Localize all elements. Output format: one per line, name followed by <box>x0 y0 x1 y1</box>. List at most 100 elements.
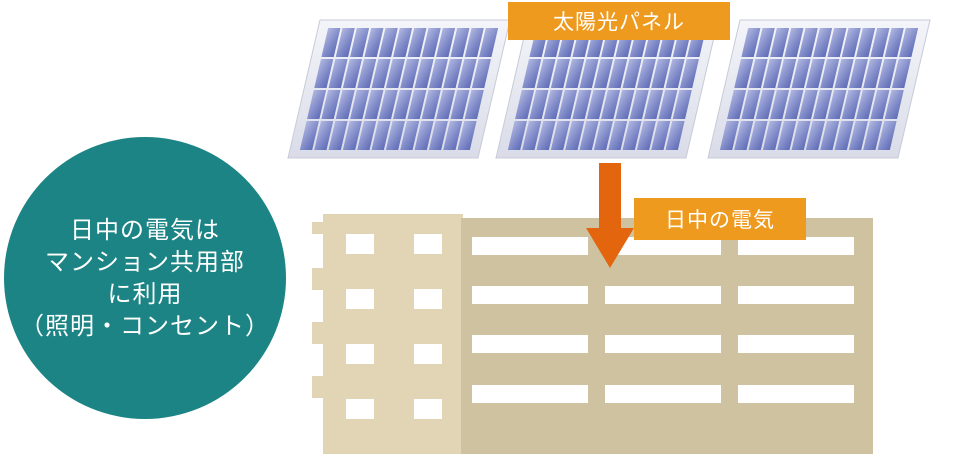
solar-cell <box>863 121 883 150</box>
solar-cell <box>371 121 391 150</box>
daytime-electricity-label: 日中の電気 <box>634 198 806 240</box>
solar-cell <box>636 59 656 88</box>
solar-cell <box>378 90 398 119</box>
solar-cell <box>371 59 391 88</box>
usage-text: 日中の電気は マンション共用部 に利用 （照明・コンセント） <box>20 214 270 342</box>
solar-cell <box>335 28 355 57</box>
solar-cell <box>507 121 527 150</box>
solar-cell <box>762 121 782 150</box>
solar-cell <box>727 90 747 119</box>
solar-cell <box>665 121 685 150</box>
solar-cell <box>457 121 477 150</box>
solar-cell <box>615 90 635 119</box>
usage-line: 日中の電気は <box>70 216 220 244</box>
solar-cell <box>679 59 699 88</box>
solar-cell <box>841 90 861 119</box>
solar-cell <box>827 28 847 57</box>
solar-panels <box>287 19 931 159</box>
solar-cell <box>558 90 578 119</box>
solar-cell <box>450 90 470 119</box>
solar-cell <box>593 59 613 88</box>
solar-cell <box>813 28 833 57</box>
solar-cell <box>357 59 377 88</box>
solar-cell <box>314 59 334 88</box>
solar-cell <box>791 59 811 88</box>
solar-cell <box>748 59 768 88</box>
solar-cell <box>342 59 362 88</box>
solar-cell <box>421 90 441 119</box>
solar-cell <box>672 90 692 119</box>
solar-cell <box>820 121 840 150</box>
usage-line: （照明・コンセント） <box>20 312 270 340</box>
solar-cell <box>791 121 811 150</box>
solar-cell <box>651 121 671 150</box>
solar-cell <box>741 28 761 57</box>
solar-cell <box>636 121 656 150</box>
solar-panel-icon <box>495 19 719 159</box>
solar-cell <box>891 59 911 88</box>
solar-cell <box>443 59 463 88</box>
usage-line: に利用 <box>107 280 183 308</box>
solar-cell <box>314 121 334 150</box>
solar-cell <box>784 90 804 119</box>
solar-cell <box>784 28 804 57</box>
solar-cell <box>407 28 427 57</box>
solar-cell <box>798 90 818 119</box>
solar-cell <box>870 28 890 57</box>
solar-cell <box>515 90 535 119</box>
usage-circle: 日中の電気は マンション共用部 に利用 （照明・コンセント） <box>4 137 286 419</box>
solar-cell <box>608 59 628 88</box>
solar-cell <box>393 28 413 57</box>
solar-cell <box>543 90 563 119</box>
solar-cell <box>436 90 456 119</box>
solar-panel-icon <box>287 19 511 159</box>
solar-cell <box>572 90 592 119</box>
solar-cell <box>658 90 678 119</box>
solar-cell <box>834 59 854 88</box>
solar-cell <box>841 28 861 57</box>
solar-cell <box>536 121 556 150</box>
solar-cell <box>651 59 671 88</box>
solar-cell <box>748 121 768 150</box>
solar-cell <box>457 59 477 88</box>
solar-cell <box>321 28 341 57</box>
solar-cell <box>755 90 775 119</box>
solar-cell <box>450 28 470 57</box>
solar-cell <box>827 90 847 119</box>
solar-cell <box>464 90 484 119</box>
solar-cell <box>665 59 685 88</box>
solar-cell <box>622 121 642 150</box>
solar-cell <box>364 28 384 57</box>
solar-cell <box>522 121 542 150</box>
solar-cell <box>870 90 890 119</box>
solar-cell <box>357 121 377 150</box>
solar-cell <box>719 121 739 150</box>
solar-cell <box>848 121 868 150</box>
solar-cell <box>436 28 456 57</box>
solar-cell <box>550 59 570 88</box>
building-windows <box>346 234 442 419</box>
down-arrow-icon <box>586 163 634 268</box>
solar-cell <box>464 28 484 57</box>
solar-cell <box>848 59 868 88</box>
solar-cell <box>884 28 904 57</box>
solar-cell <box>328 59 348 88</box>
solar-cell <box>863 59 883 88</box>
solar-cell <box>350 90 370 119</box>
solar-cell <box>798 28 818 57</box>
solar-cell <box>629 90 649 119</box>
solar-cell <box>741 90 761 119</box>
solar-cell <box>421 28 441 57</box>
solar-cell <box>565 59 585 88</box>
solar-cell <box>770 28 790 57</box>
solar-cell <box>479 28 499 57</box>
building-balconies <box>472 237 854 403</box>
solar-cell <box>400 59 420 88</box>
solar-cell <box>350 28 370 57</box>
solar-cell <box>471 59 491 88</box>
solar-cell <box>777 121 797 150</box>
solar-cell <box>877 121 897 150</box>
solar-cell <box>378 28 398 57</box>
solar-cell <box>586 90 606 119</box>
solar-panel-icon <box>707 19 931 159</box>
